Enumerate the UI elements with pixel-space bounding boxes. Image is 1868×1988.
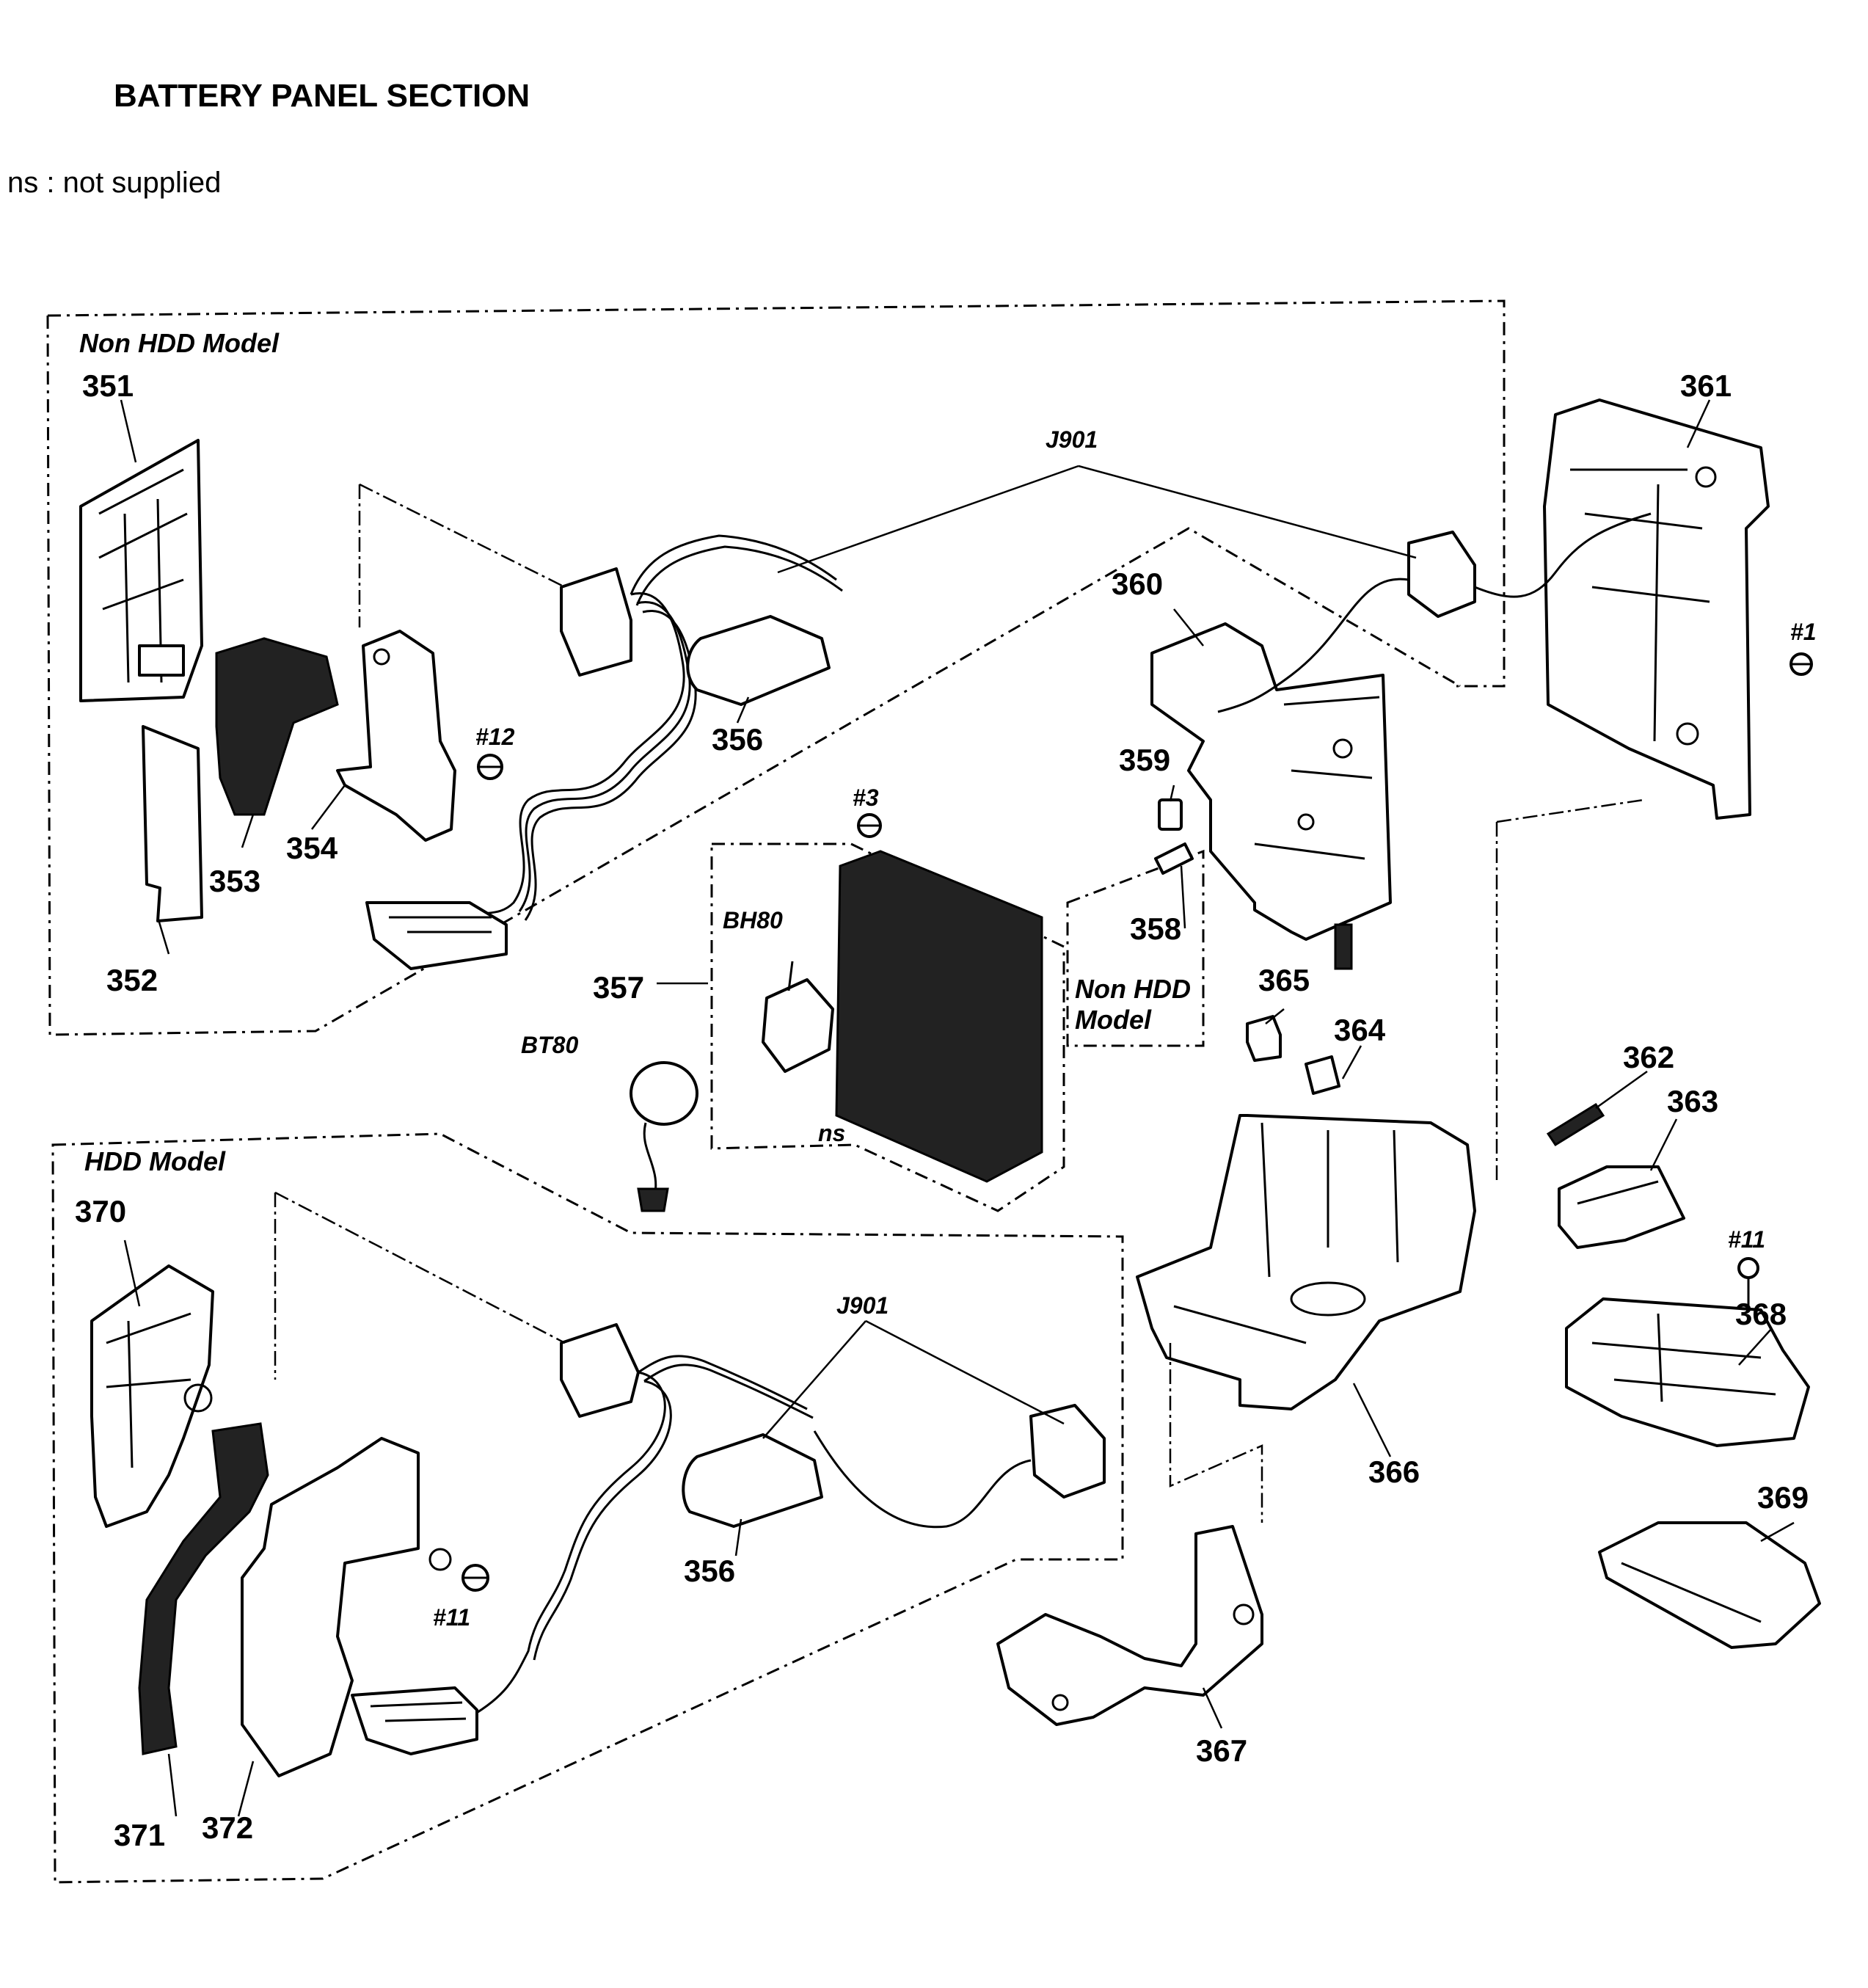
screw-1 (1789, 652, 1813, 676)
label-362: 362 (1623, 1040, 1674, 1074)
part-360-bracket (1150, 622, 1392, 941)
label-365: 365 (1258, 963, 1310, 997)
part-359-block (1158, 798, 1183, 831)
part-351-terminal-frame (79, 439, 203, 702)
leader-lines (120, 399, 1795, 1817)
part-361-side-panel (1543, 398, 1770, 820)
bottom-wire-harness (351, 1323, 814, 1755)
legend-note: ns : not supplied (7, 167, 221, 199)
part-pcb-board (835, 850, 1043, 1183)
label-364: 364 (1334, 1013, 1386, 1047)
part-365-button (1246, 1015, 1282, 1062)
part-364-spring (1305, 923, 1353, 1095)
label-j901-top: J901 (1046, 426, 1098, 453)
zone-label-non-hdd-mid-1: Non HDD (1075, 974, 1191, 1004)
part-bottom-j901-connector (813, 1404, 1106, 1529)
label-371: 371 (114, 1818, 165, 1852)
label-367: 367 (1196, 1733, 1247, 1768)
part-353-bracket (215, 637, 339, 816)
label-359: 359 (1119, 743, 1170, 777)
label-358: 358 (1130, 911, 1181, 946)
top-wire-harness (365, 534, 843, 970)
part-bh80-holder (762, 961, 834, 1073)
label-370: 370 (75, 1194, 126, 1228)
part-362-spring (1546, 1102, 1605, 1147)
part-370-frame (90, 1264, 214, 1528)
hdd-region (51, 1132, 1124, 1884)
label-360: 360 (1112, 567, 1163, 601)
screw-12 (477, 754, 503, 780)
label-screw-1: #1 (1790, 619, 1817, 645)
label-ns: ns (818, 1120, 845, 1146)
label-351: 351 (82, 368, 134, 403)
part-352-plate (142, 725, 203, 922)
label-356-top: 356 (712, 722, 763, 757)
part-356-tape-top (686, 615, 831, 706)
label-j901-bottom: J901 (836, 1292, 889, 1319)
diagram-title: BATTERY PANEL SECTION (114, 78, 530, 114)
label-369: 369 (1757, 1480, 1809, 1515)
non-hdd-mid-region (1066, 849, 1205, 1047)
label-361: 361 (1680, 368, 1732, 403)
label-363: 363 (1667, 1084, 1718, 1118)
part-372-holder (241, 1437, 452, 1777)
screw-11-bottom (461, 1564, 489, 1592)
part-368-frame (1565, 1297, 1810, 1447)
label-screw-11-bottom: #11 (433, 1604, 470, 1631)
label-screw-11-right: #11 (1728, 1226, 1765, 1253)
part-top-j901-connector (1217, 512, 1652, 713)
label-354: 354 (286, 831, 338, 865)
part-371-flex-cable (138, 1422, 269, 1755)
label-368: 368 (1735, 1297, 1787, 1331)
zone-label-non-hdd-top: Non HDD Model (79, 328, 280, 358)
part-367-base-bracket (996, 1525, 1263, 1726)
label-353: 353 (209, 864, 260, 898)
part-366-chassis (1136, 1114, 1476, 1410)
part-363-latch (1558, 1165, 1685, 1249)
label-screw-12: #12 (475, 724, 515, 750)
label-372: 372 (202, 1810, 253, 1845)
label-357: 357 (593, 970, 644, 1005)
part-356-tape-bottom (682, 1433, 823, 1528)
part-358-clip (1154, 842, 1194, 875)
part-bt80-battery (630, 1061, 698, 1212)
zone-label-non-hdd-mid-2: Model (1075, 1005, 1152, 1035)
label-bt80: BT80 (521, 1032, 578, 1058)
part-354-holder (336, 630, 456, 842)
label-352: 352 (106, 963, 158, 997)
label-bh80: BH80 (723, 907, 783, 933)
label-screw-3: #3 (853, 784, 879, 811)
non-hdd-top-region (46, 299, 1506, 1036)
label-356-bottom: 356 (684, 1554, 735, 1588)
label-366: 366 (1368, 1454, 1420, 1489)
part-369-cover (1598, 1521, 1821, 1649)
screw-3 (857, 813, 882, 838)
zone-label-hdd: HDD Model (84, 1146, 226, 1176)
